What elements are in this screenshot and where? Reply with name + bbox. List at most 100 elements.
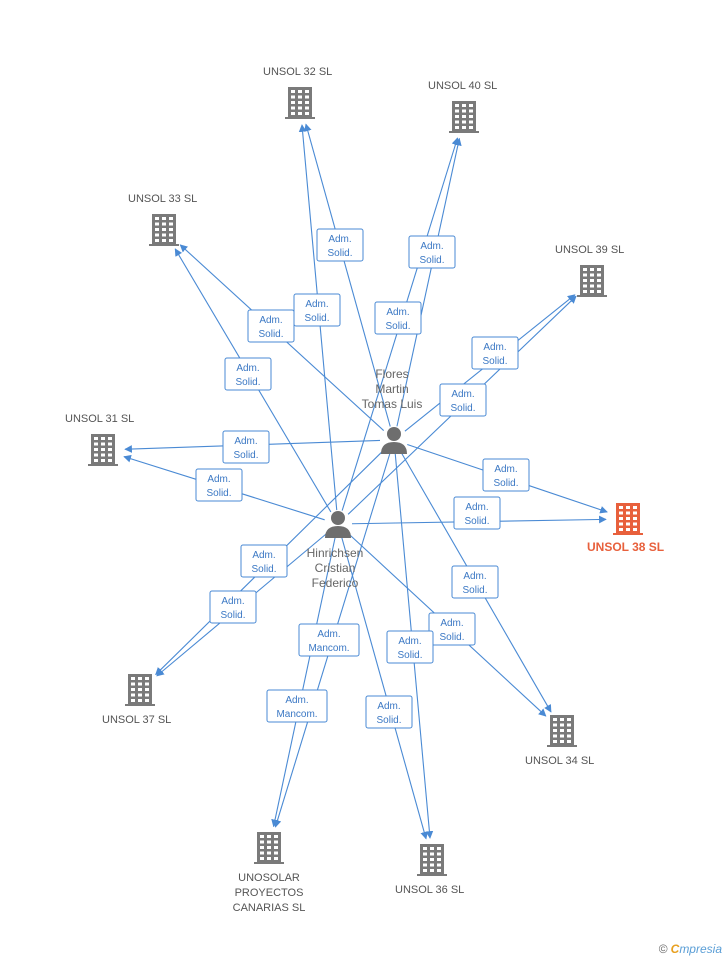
edge-label-text: Adm. xyxy=(451,389,474,400)
edge-label-text: Adm. xyxy=(285,695,308,706)
building-icon xyxy=(547,715,577,747)
edge-label-text: Solid. xyxy=(464,516,489,527)
edge-label-box xyxy=(374,301,422,335)
company-name: UNSOL 40 SL xyxy=(428,80,497,92)
edge-label-text: Adm. xyxy=(463,571,486,582)
edge-label[interactable]: Adm. Solid. xyxy=(408,235,456,269)
edge-label-text: Solid. xyxy=(206,488,231,499)
edge-label-text: Solid. xyxy=(493,478,518,489)
building-icon xyxy=(449,101,479,133)
edge-label[interactable]: Adm. Solid. xyxy=(374,301,422,335)
company-node-u32[interactable]: UNSOL 32 SL xyxy=(263,66,332,119)
edge-label-text: Solid. xyxy=(233,450,258,461)
edge-label-text: Adm. xyxy=(236,363,259,374)
company-node-u40[interactable]: UNSOL 40 SL xyxy=(428,80,497,133)
company-node-u33[interactable]: UNSOL 33 SL xyxy=(128,193,197,246)
edge-label-box xyxy=(298,623,360,657)
edge-label-text: Solid. xyxy=(376,715,401,726)
company-name: UNSOL 39 SL xyxy=(555,244,624,256)
edge-label-text: Solid. xyxy=(220,610,245,621)
company-name: UNSOL 36 SL xyxy=(395,884,464,896)
edge-label[interactable]: Adm.Solid. xyxy=(224,357,272,391)
edge-label[interactable]: Adm. Solid. xyxy=(209,590,257,624)
edge-label[interactable]: Adm. Solid. xyxy=(365,695,413,729)
nodes-layer: UNSOL 32 SL UNSOL 40 SL UNSOL 33 SL UNSOL 3… xyxy=(65,66,664,914)
edge-label[interactable]: Adm. Solid. xyxy=(471,336,519,370)
edge-label[interactable]: Adm.Mancom. xyxy=(298,623,360,657)
person-icon xyxy=(381,427,407,454)
edge-label-text: Adm. xyxy=(259,315,282,326)
person-name: Tomas Luis xyxy=(362,397,423,411)
edge-label-box xyxy=(471,336,519,370)
edge-label-text: Adm. xyxy=(483,342,506,353)
edge-label-box xyxy=(224,357,272,391)
edge-label[interactable]: Adm.Solid. xyxy=(451,565,499,599)
edge-label-box xyxy=(439,383,487,417)
edge-label[interactable]: Adm. Solid. xyxy=(222,430,270,464)
edge-label[interactable]: Adm.Solid. xyxy=(386,630,434,664)
edge-label[interactable]: Adm. Solid. xyxy=(428,612,476,646)
edge-label-text: Adm. xyxy=(234,436,257,447)
brand-logo: Cmpresia xyxy=(670,942,722,956)
person-name: Cristian xyxy=(315,561,356,575)
edge-labels-layer: Adm. Solid. Adm. Solid. Adm. Solid. Adm. Solid.… xyxy=(195,228,530,729)
edge-label-box xyxy=(247,309,295,343)
edge-label-text: Adm. xyxy=(207,474,230,485)
edge-label[interactable]: Adm. Solid. xyxy=(316,228,364,262)
edge-label[interactable]: Adm. Solid. xyxy=(453,496,501,530)
company-name: UNOSOLAR xyxy=(238,872,300,884)
edge-label-text: Solid. xyxy=(439,632,464,643)
edge-label-text: Solid. xyxy=(419,255,444,266)
company-name: UNSOL 32 SL xyxy=(263,66,332,78)
edge-label-text: Solid. xyxy=(385,321,410,332)
company-name: UNSOL 38 SL xyxy=(587,540,664,554)
person-icon xyxy=(325,511,351,538)
edge-label-box xyxy=(453,496,501,530)
edge-label-box xyxy=(482,458,530,492)
edge-label[interactable]: Adm. Solid. xyxy=(482,458,530,492)
company-node-u37[interactable]: UNSOL 37 SL xyxy=(102,674,171,726)
edge-label-box xyxy=(428,612,476,646)
edge-label-text: Adm. xyxy=(494,464,517,475)
edge-label-text: Solid. xyxy=(327,248,352,259)
company-node-u39[interactable]: UNSOL 39 SL xyxy=(555,244,624,297)
edge-label-box xyxy=(316,228,364,262)
edge-label-text: Adm. xyxy=(420,241,443,252)
company-node-u34[interactable]: UNSOL 34 SL xyxy=(525,715,594,767)
company-node-u31[interactable]: UNSOL 31 SL xyxy=(65,413,134,466)
edge-label-text: Solid. xyxy=(251,564,276,575)
edge-label-text: Adm. xyxy=(386,307,409,318)
company-name: UNSOL 33 SL xyxy=(128,193,197,205)
edge-label[interactable]: Adm.Solid. xyxy=(240,544,288,578)
edge-label-text: Adm. xyxy=(377,701,400,712)
edge-label-box xyxy=(209,590,257,624)
building-icon xyxy=(285,87,315,119)
person-name: Hinrichsen xyxy=(307,546,364,560)
edge-hinrichsen-u36 xyxy=(341,537,428,840)
edge-label-box xyxy=(365,695,413,729)
edge-label-text: Solid. xyxy=(397,650,422,661)
edge-label-box xyxy=(293,293,341,327)
company-node-u36[interactable]: UNSOL 36 SL xyxy=(395,844,464,896)
edge-label-box xyxy=(408,235,456,269)
edge-label[interactable]: Adm.Mancom. xyxy=(266,689,328,723)
person-name: Federico xyxy=(312,576,359,590)
footer-brand[interactable]: ©Cmpresia xyxy=(659,942,722,956)
edge-label-box xyxy=(195,468,243,502)
company-node-u38[interactable]: UNSOL 38 SL xyxy=(587,503,664,554)
edge-label-text: Adm. xyxy=(465,502,488,513)
edge-label[interactable]: Adm. Solid. xyxy=(439,383,487,417)
edge-label-text: Solid. xyxy=(450,403,475,414)
edge-label-text: Adm. xyxy=(328,234,351,245)
edge-label[interactable]: Adm. Solid. xyxy=(195,468,243,502)
edge-label[interactable]: Adm.Solid. xyxy=(247,309,295,343)
edge-label-text: Adm. xyxy=(440,618,463,629)
edge-label-text: Adm. xyxy=(221,596,244,607)
edge-label-text: Solid. xyxy=(304,313,329,324)
edge-label-box xyxy=(451,565,499,599)
edge-label-text: Solid. xyxy=(482,356,507,367)
edge-label[interactable]: Adm.Solid. xyxy=(293,293,341,327)
